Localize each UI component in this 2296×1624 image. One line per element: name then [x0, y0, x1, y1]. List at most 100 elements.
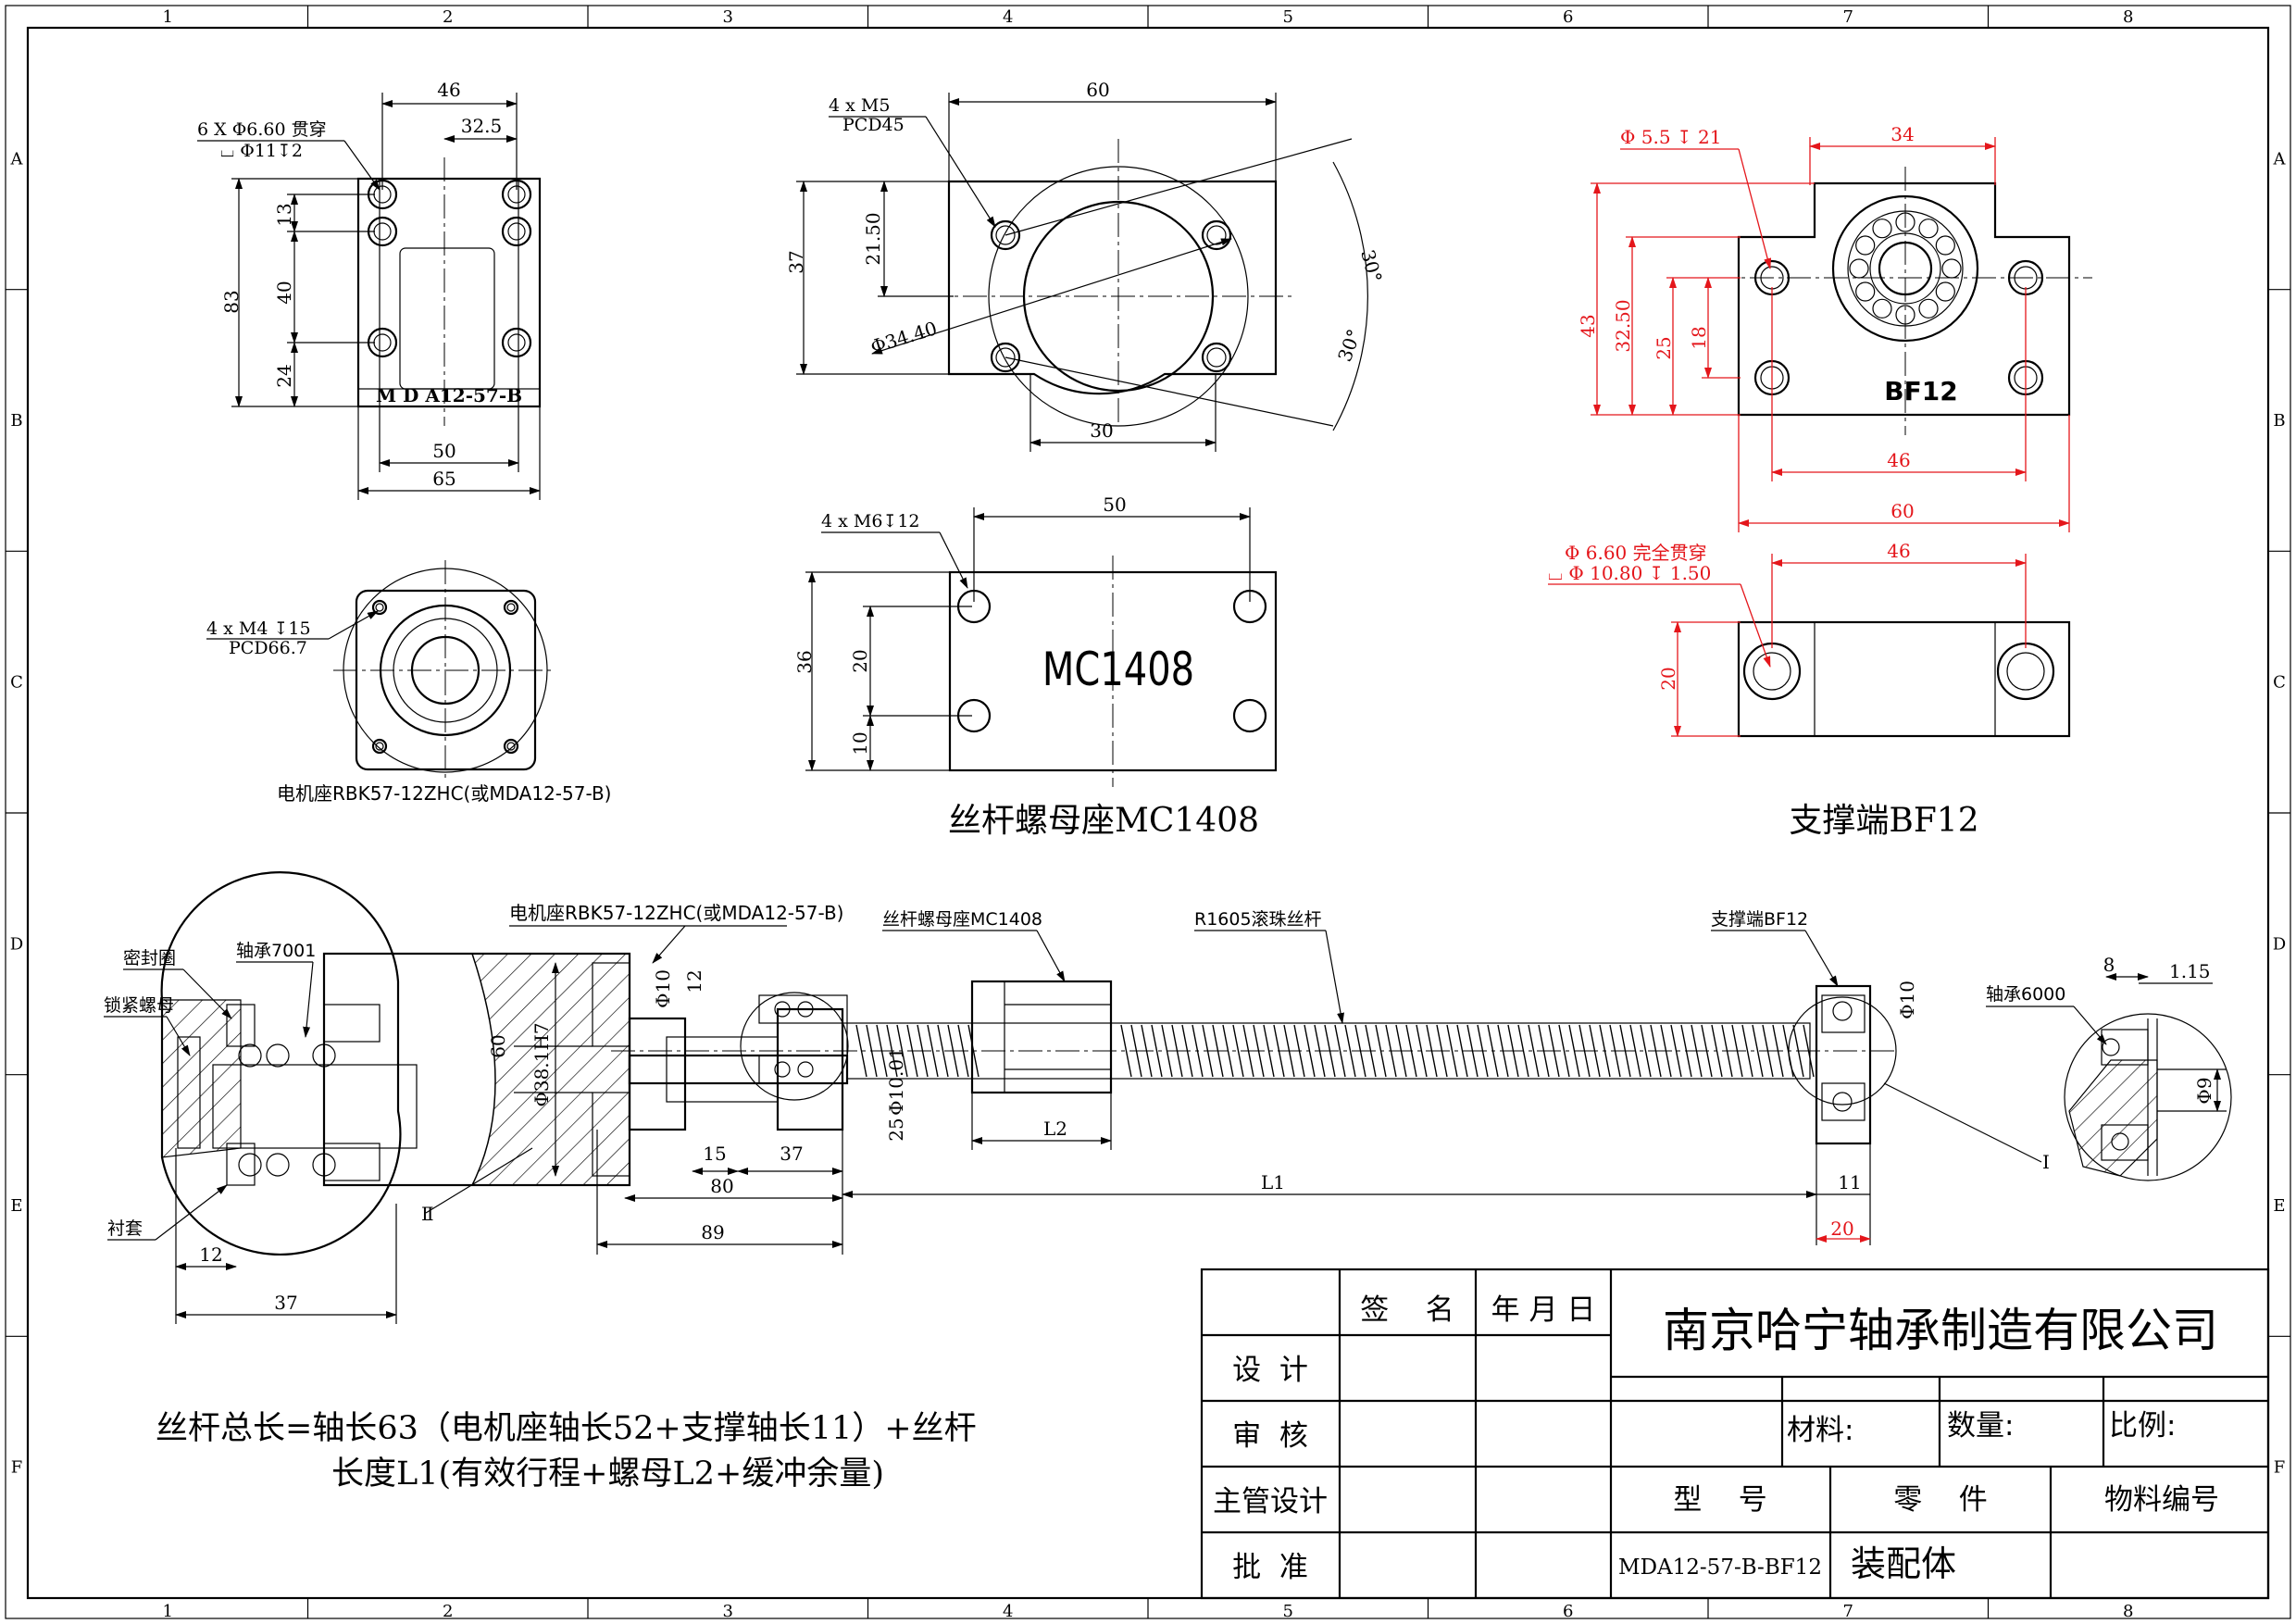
- frame-row-label: E: [2273, 1196, 2285, 1216]
- mounting-hole-inner: [373, 333, 392, 352]
- part-mark-mda: M D A12-57-B: [376, 384, 522, 406]
- tb-design: 设 计: [1232, 1354, 1308, 1387]
- support-bf12-side-view: 46 20 Φ 6.60 完全贯穿 ⌴ Φ 10.80 ↧ 1.50 支撑端BF…: [1548, 540, 2071, 840]
- thread-line: [1741, 1024, 1753, 1078]
- motor-mount-caption: 电机座RBK57-12ZHC(或MDA12-57-B): [277, 782, 611, 805]
- callout-phi6-60-line2: ⌴ Φ 10.80 ↧ 1.50: [1548, 562, 1711, 584]
- label-motor-mount: 电机座RBK57-12ZHC(或MDA12-57-B): [509, 902, 843, 924]
- mounting-hole-inner: [1206, 347, 1227, 368]
- dim-asm-20: 20: [1830, 1218, 1853, 1240]
- frame-col-label: 4: [1003, 7, 1013, 27]
- dim-asm-60: 60: [487, 1034, 509, 1057]
- label-bearing-7001: 轴承7001: [236, 941, 316, 961]
- frame-row-label: C: [10, 673, 23, 693]
- dim-20-bs: 20: [1657, 667, 1679, 690]
- dim-60-bf: 60: [1890, 500, 1914, 522]
- tb-material: 材料:: [1787, 1414, 1853, 1447]
- mounting-hole-inner: [1753, 652, 1791, 691]
- tb-chief: 主管设计: [1213, 1485, 1328, 1518]
- callout-m4-line2: PCD66.7: [229, 638, 307, 658]
- nut-seat-front-view: 30° 30° 60 37 21.50 30 Φ34.40 4 x M5 PCD…: [785, 79, 1387, 452]
- thread-line: [1120, 1024, 1132, 1078]
- mounting-hole: [371, 738, 388, 755]
- dim-46: 46: [437, 79, 460, 101]
- thread-line: [1446, 1024, 1458, 1078]
- tb-approve: 批 准: [1232, 1551, 1308, 1584]
- dim-30: 30: [1090, 419, 1113, 442]
- thread-line: [1232, 1024, 1244, 1078]
- dim-asm-8: 8: [2103, 954, 2115, 976]
- label-bearing-6000: 轴承6000: [1986, 984, 2065, 1005]
- dim-32-50: 32.50: [1612, 299, 1634, 352]
- dim-asm-12b: 12: [199, 1243, 222, 1266]
- support-caption: 支撑端BF12: [1789, 802, 1978, 840]
- dim-34: 34: [1890, 123, 1914, 145]
- thread-line: [937, 1024, 949, 1078]
- frame-row-label: D: [2273, 934, 2286, 954]
- label-seal: 密封圈: [123, 948, 176, 968]
- dim-asm-phi9: Φ9: [2193, 1077, 2215, 1104]
- frame-row-label: A: [2273, 149, 2287, 169]
- callout-holes-line2: ⌴ Φ11↧2: [220, 141, 303, 161]
- frame-col-label: 8: [2123, 7, 2133, 27]
- callout-m5-line2: PCD45: [842, 115, 905, 135]
- thread-line: [1416, 1024, 1428, 1078]
- frame-col-label: 2: [443, 7, 453, 27]
- dim-asm-1-15: 1.15: [2169, 960, 2211, 982]
- frame-col-label: 6: [1563, 1602, 1573, 1621]
- dim-asm-L2: L2: [1043, 1118, 1067, 1140]
- thread-line: [1752, 1024, 1764, 1078]
- dim-25: 25: [1653, 336, 1675, 359]
- mounting-hole-inner: [506, 603, 516, 612]
- part-mark-mc1408: MC1408: [1042, 643, 1194, 697]
- frame-row-label: B: [10, 411, 22, 431]
- thread-line: [1334, 1024, 1346, 1078]
- dim-asm-bore: Φ38.1H7: [530, 1022, 553, 1106]
- tb-sign-name: 签 名: [1360, 1293, 1454, 1327]
- tb-company: 南京哈宁轴承制造有限公司: [1663, 1304, 2218, 1357]
- dim-10-nut: 10: [849, 731, 871, 755]
- mounting-hole-inner: [375, 603, 384, 612]
- length-note: 丝杆总长=轴长63（电机座轴长52+支撑轴长11）+丝杆 长度L1(有效行程+螺…: [156, 1410, 977, 1493]
- callout-m4-line1: 4 x M4 ↧15: [206, 618, 311, 639]
- bearing-ball: [1941, 258, 1962, 279]
- dim-21-50: 21.50: [862, 212, 884, 265]
- dim-asm-phi10-r: Φ10: [1896, 981, 1918, 1019]
- frame-col-label: 7: [1843, 7, 1853, 27]
- bearing-ball: [1935, 235, 1955, 256]
- tb-scale: 比例:: [2109, 1409, 2176, 1443]
- dim-50: 50: [432, 440, 455, 462]
- thread-line: [1344, 1024, 1356, 1078]
- mounting-hole: [503, 738, 519, 755]
- tb-model-value: MDA12-57-B-BF12: [1618, 1555, 1822, 1580]
- thread-line: [1558, 1024, 1570, 1078]
- dim-asm-15: 15: [703, 1143, 726, 1165]
- part-mark-bf12: BF12: [1884, 376, 1957, 406]
- mounting-hole: [501, 216, 532, 247]
- thread-line: [1456, 1024, 1468, 1078]
- dim-asm-37b: 37: [274, 1292, 297, 1314]
- dim-46-bs: 46: [1887, 540, 1910, 562]
- thread-line: [855, 1024, 867, 1078]
- frame-row-label: E: [10, 1196, 22, 1216]
- dim-asm-37a: 37: [780, 1143, 803, 1165]
- tb-date: 年 月 日: [1491, 1293, 1596, 1327]
- thread-line: [1670, 1024, 1682, 1078]
- dim-asm-phi10: Φ10: [652, 969, 674, 1008]
- dim-asm-80: 80: [710, 1175, 733, 1197]
- mounting-hole-inner: [2006, 652, 2045, 691]
- frame-col-label: 5: [1283, 1602, 1293, 1621]
- tb-part-value: 装配体: [1851, 1543, 1956, 1584]
- bearing-ball: [1855, 235, 1876, 256]
- dim-36: 36: [793, 650, 816, 673]
- motor-mount-front-view: 4 x M4 ↧15 PCD66.7 电机座RBK57-12ZHC(或MDA12…: [206, 560, 611, 805]
- nut-seat-caption: 丝杆螺母座MC1408: [948, 802, 1259, 840]
- bearing-ball: [774, 1061, 791, 1078]
- label-locknut: 锁紧螺母: [104, 995, 174, 1016]
- dim-asm-phi10-01: Φ10.01: [885, 1047, 907, 1116]
- dim-50-nut: 50: [1103, 493, 1126, 516]
- tb-quantity: 数量:: [1947, 1409, 2014, 1443]
- mounting-hole-inner: [506, 742, 516, 751]
